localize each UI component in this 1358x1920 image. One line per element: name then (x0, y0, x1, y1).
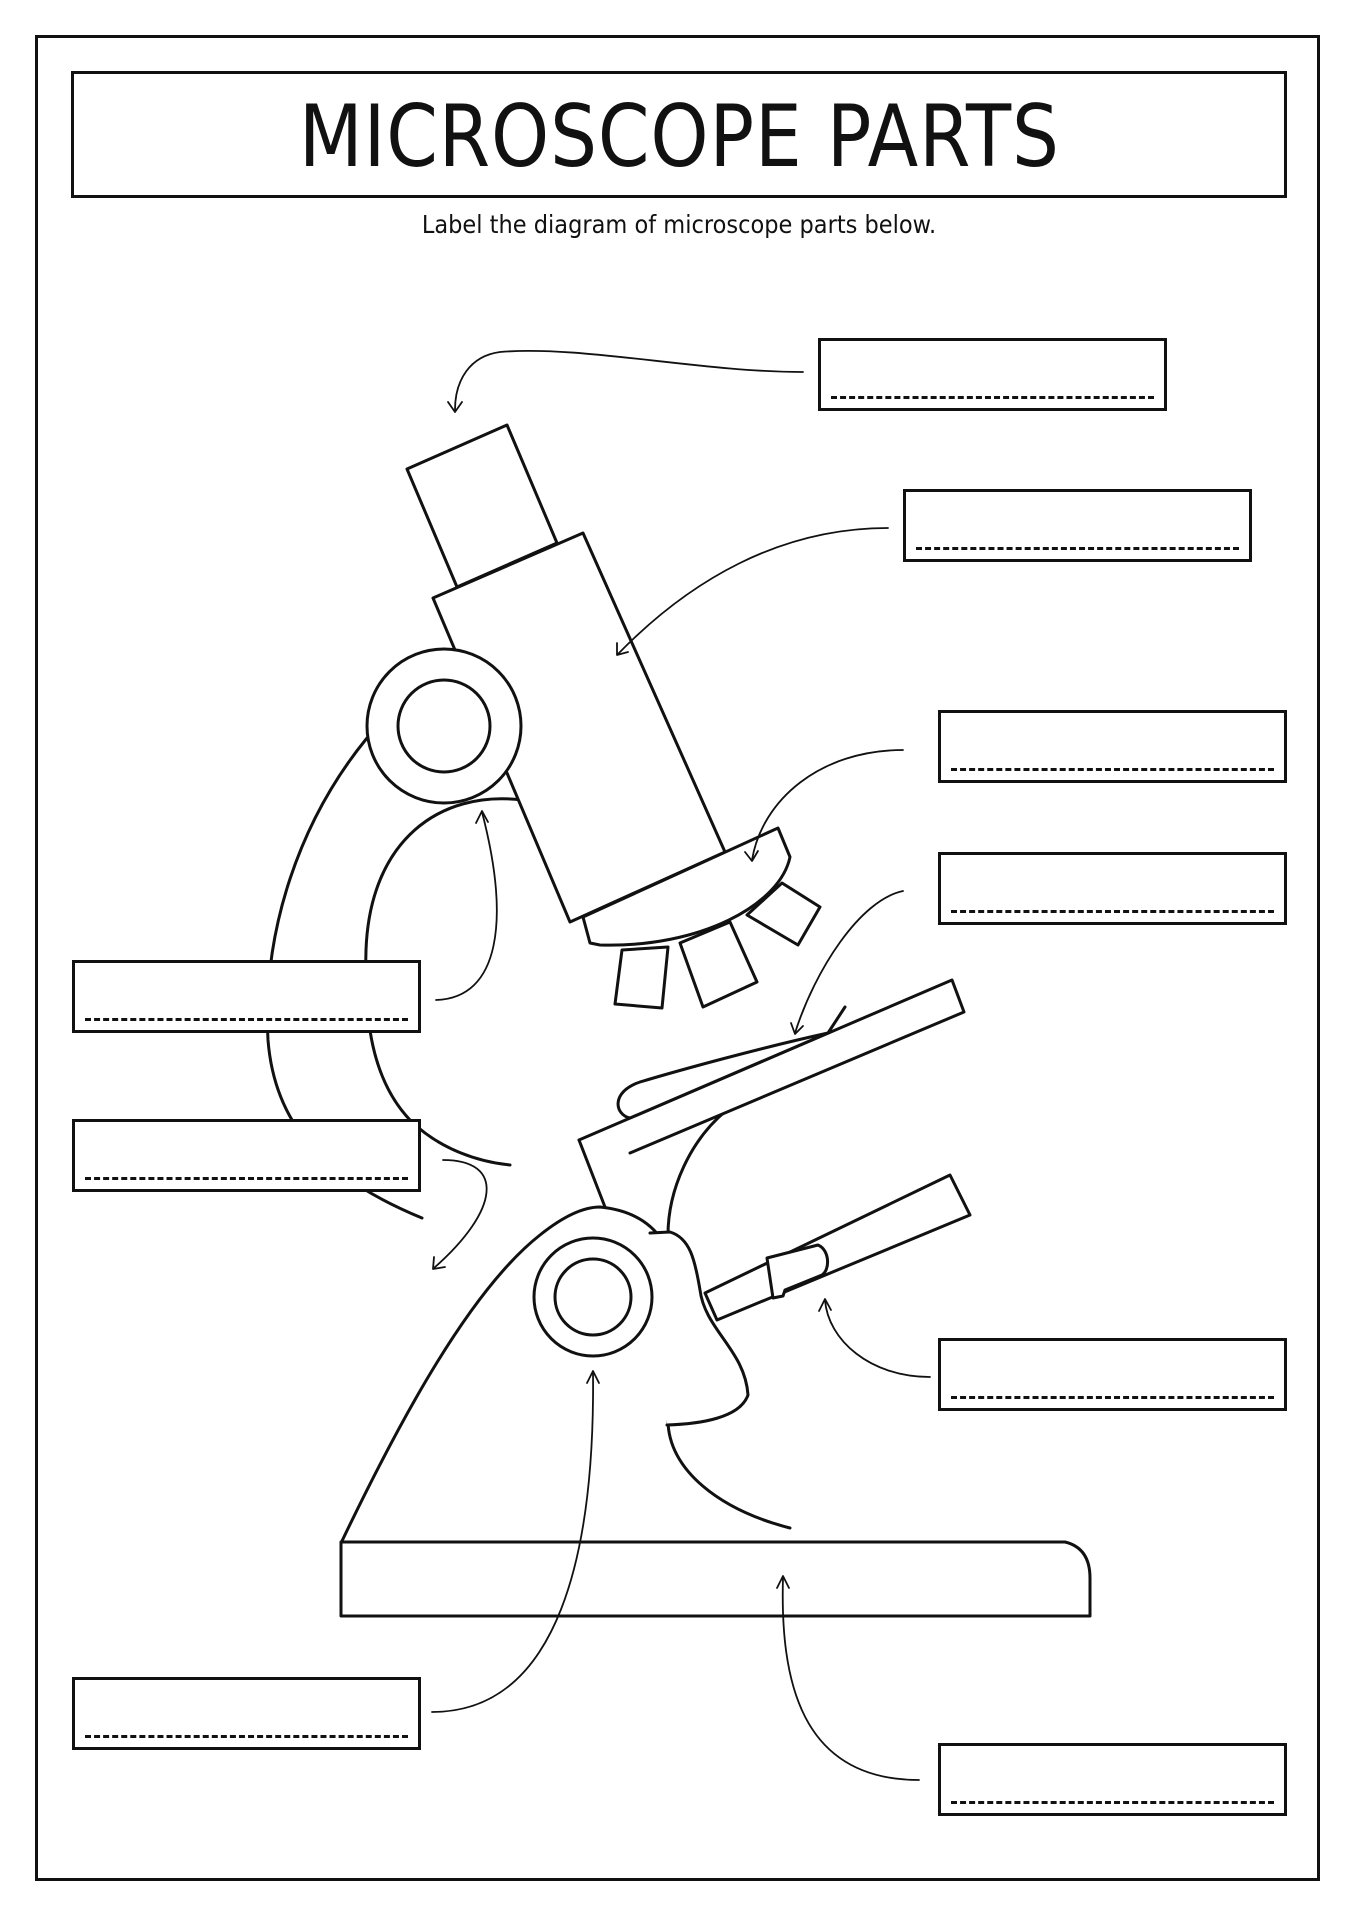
label-box-base[interactable] (938, 1743, 1287, 1816)
instructions-text: Label the diagram of microscope parts be… (421, 210, 937, 239)
arrow-fine-focus (431, 1371, 594, 1713)
dotted-writing-line (951, 1396, 1274, 1399)
answer-input-nosepiece[interactable] (955, 721, 1274, 759)
dotted-writing-line (85, 1735, 408, 1738)
answer-input-stage-clips[interactable] (955, 863, 1274, 901)
label-box-body-tube[interactable] (903, 489, 1252, 562)
arrow-nosepiece (751, 749, 904, 861)
arrow-eyepiece (454, 349, 804, 411)
title-box: MICROSCOPE PARTS (71, 71, 1287, 198)
pillar-side-lump (648, 1230, 750, 1427)
arrow-arm (433, 1159, 488, 1269)
coarse-knob-outer (365, 647, 523, 805)
condenser-arm (703, 1173, 972, 1322)
page-border (35, 35, 1320, 1881)
stage-clip-stem (826, 1005, 847, 1035)
stage-clip (616, 1031, 830, 1120)
label-box-stage-clips[interactable] (938, 852, 1287, 925)
dotted-writing-line (951, 910, 1274, 913)
dotted-writing-line (951, 768, 1274, 771)
coarse-knob-inner (396, 678, 492, 774)
arrow-stage-clips (794, 890, 904, 1034)
condenser-tab (765, 1243, 829, 1300)
arrow-coarse-focus (435, 811, 498, 1001)
label-box-eyepiece[interactable] (818, 338, 1167, 411)
answer-input-coarse-focus[interactable] (89, 971, 408, 1009)
arrowhead-base (776, 1575, 790, 1589)
arrowhead-eyepiece (447, 401, 463, 413)
arrowhead-arm (432, 1256, 446, 1270)
arrowhead-coarse-focus (475, 810, 489, 824)
arrowhead-fine-focus (586, 1370, 600, 1384)
arrowhead-stage-clips (790, 1022, 804, 1035)
dotted-writing-line (831, 396, 1154, 399)
base-shape (339, 1540, 1092, 1618)
arrowhead-body-tube (616, 642, 629, 656)
stage-support (666, 1108, 729, 1237)
answer-input-arm[interactable] (89, 1130, 408, 1168)
pillar-shape (340, 1205, 792, 1543)
dotted-writing-line (951, 1801, 1274, 1804)
arrow-body-tube (617, 527, 889, 655)
label-box-arm[interactable] (72, 1119, 421, 1192)
answer-input-body-tube[interactable] (920, 500, 1239, 538)
answer-input-eyepiece[interactable] (835, 349, 1154, 387)
stage-edge (577, 1138, 607, 1209)
nosepiece-shape (581, 826, 792, 947)
fine-knob-inner (553, 1257, 633, 1337)
label-box-condenser[interactable] (938, 1338, 1287, 1411)
answer-input-fine-focus[interactable] (89, 1688, 408, 1726)
arrowhead-nosepiece (744, 850, 759, 862)
arrow-condenser (824, 1299, 931, 1378)
label-box-nosepiece[interactable] (938, 710, 1287, 783)
label-box-coarse-focus[interactable] (72, 960, 421, 1033)
dotted-writing-line (85, 1177, 408, 1180)
arrowhead-condenser (818, 1298, 832, 1312)
answer-input-base[interactable] (955, 1754, 1274, 1792)
label-box-fine-focus[interactable] (72, 1677, 421, 1750)
page-title: MICROSCOPE PARTS (298, 86, 1060, 187)
arrow-base (781, 1576, 920, 1781)
objective-lens-2 (678, 920, 759, 1009)
dotted-writing-line (916, 547, 1239, 550)
fine-knob-outer (532, 1236, 654, 1358)
objective-lens-1 (613, 945, 670, 1010)
dotted-writing-line (85, 1018, 408, 1021)
answer-input-condenser[interactable] (955, 1349, 1274, 1387)
objective-lens-3 (745, 881, 822, 947)
